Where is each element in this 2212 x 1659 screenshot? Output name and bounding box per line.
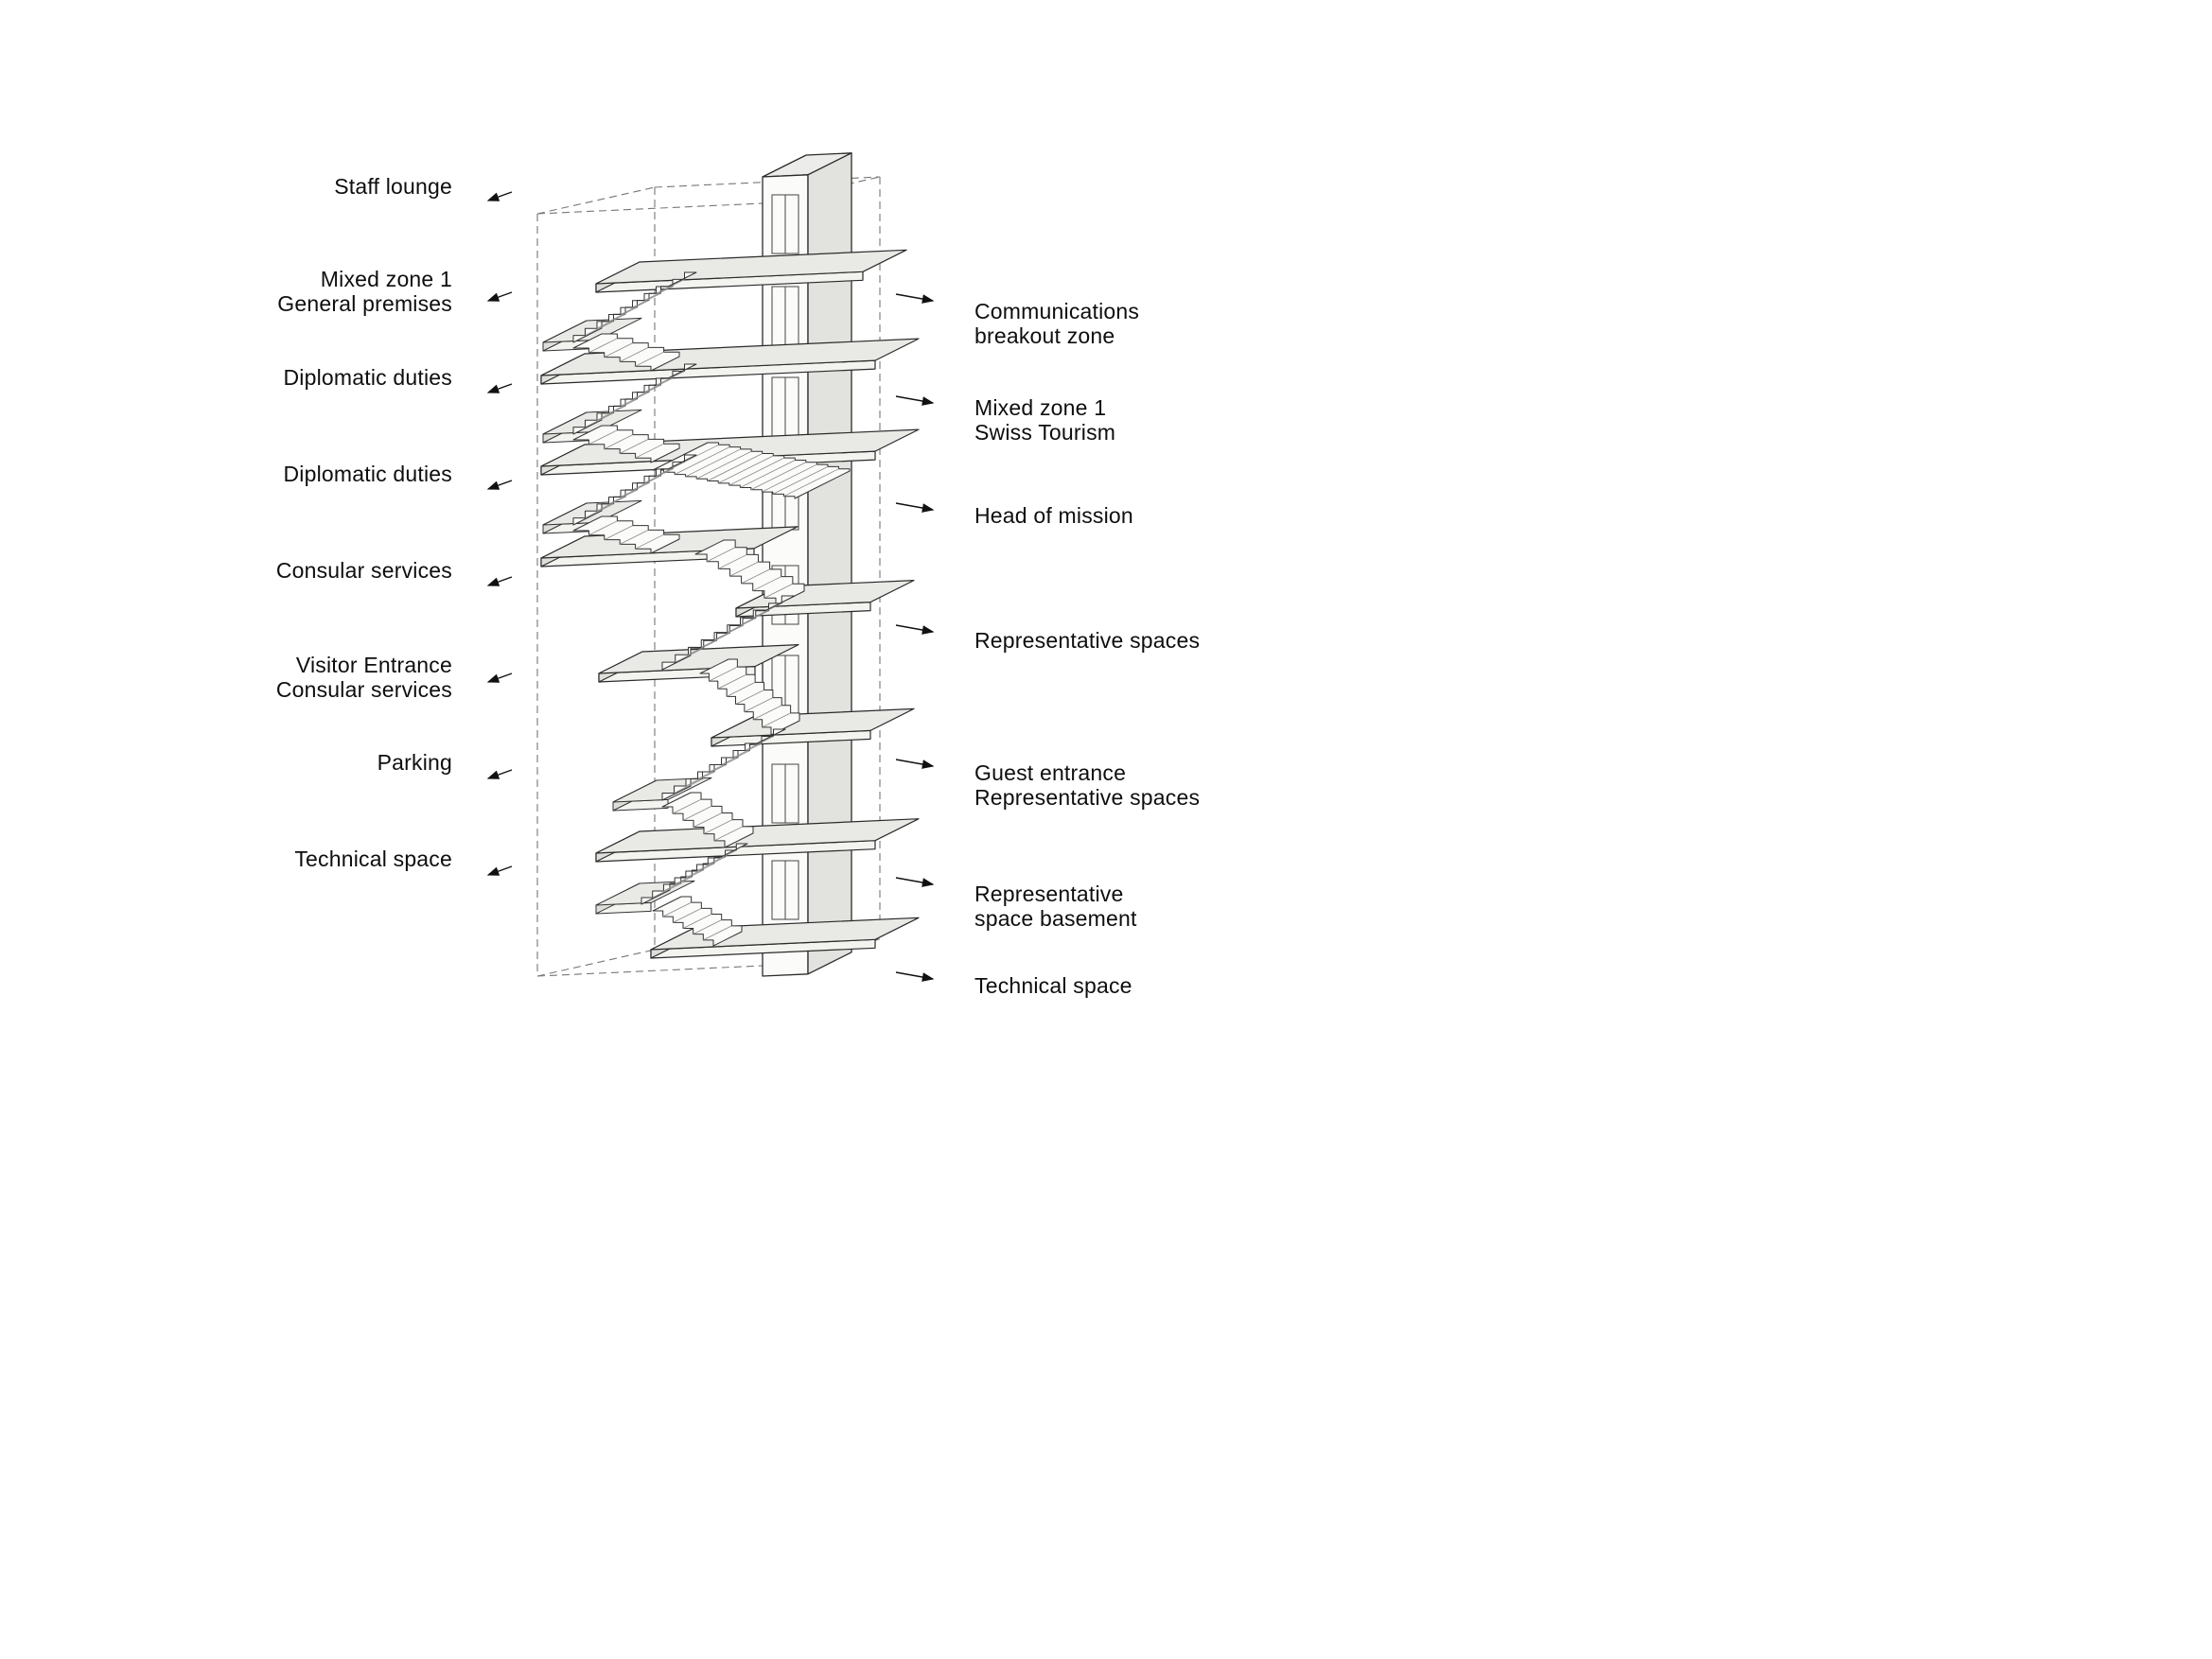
- floor-label-left-6: Visitor Entrance Consular services: [276, 653, 452, 702]
- label-line: Communications: [974, 299, 1140, 323]
- floor-label-right-3: Head of mission: [974, 503, 1133, 528]
- label-line: Representative: [974, 882, 1124, 906]
- floor-label-left-1: Staff lounge: [334, 174, 452, 199]
- label-line: space basement: [974, 906, 1137, 931]
- label-line: Technical space: [294, 847, 452, 871]
- floor-label-left-5: Consular services: [276, 558, 452, 583]
- label-line: Mixed zone 1: [974, 395, 1107, 420]
- label-line: Consular services: [275, 677, 452, 702]
- floor-label-right-7: Technical space: [974, 973, 1132, 998]
- label-line: Swiss Tourism: [974, 420, 1116, 445]
- label-line: Technical space: [974, 973, 1132, 998]
- leader-arrows-left: [486, 191, 513, 876]
- label-line: Mixed zone 1: [320, 267, 452, 291]
- floor-label-left-8: Technical space: [294, 847, 452, 871]
- floor-label-right-6: Representative space basement: [974, 882, 1137, 931]
- label-line: Consular services: [275, 558, 452, 583]
- floor-label-right-2: Mixed zone 1 Swiss Tourism: [974, 395, 1115, 445]
- stairs: [542, 271, 851, 947]
- floor-label-left-3: Diplomatic duties: [283, 365, 452, 390]
- label-line: Visitor Entrance: [295, 653, 452, 677]
- label-line: Staff lounge: [334, 174, 452, 199]
- leader-arrows-right: [895, 293, 935, 982]
- floor-label-left-4: Diplomatic duties: [283, 462, 452, 486]
- label-line: breakout zone: [974, 323, 1115, 348]
- floor-label-right-4: Representative spaces: [974, 628, 1200, 653]
- floor-label-left-2: Mixed zone 1 General premises: [277, 267, 452, 316]
- label-line: Head of mission: [974, 503, 1133, 528]
- label-line: Diplomatic duties: [283, 462, 452, 486]
- label-line: Parking: [377, 750, 452, 775]
- floor-label-right-1: Communications breakout zone: [974, 299, 1139, 348]
- floor-label-right-5: Guest entrance Representative spaces: [974, 760, 1200, 810]
- label-line: General premises: [277, 291, 452, 316]
- label-line: Diplomatic duties: [283, 365, 452, 390]
- label-line: Guest entrance: [974, 760, 1127, 785]
- floor-label-left-7: Parking: [377, 750, 452, 775]
- label-line: Representative spaces: [974, 628, 1201, 653]
- label-line: Representative spaces: [974, 785, 1201, 810]
